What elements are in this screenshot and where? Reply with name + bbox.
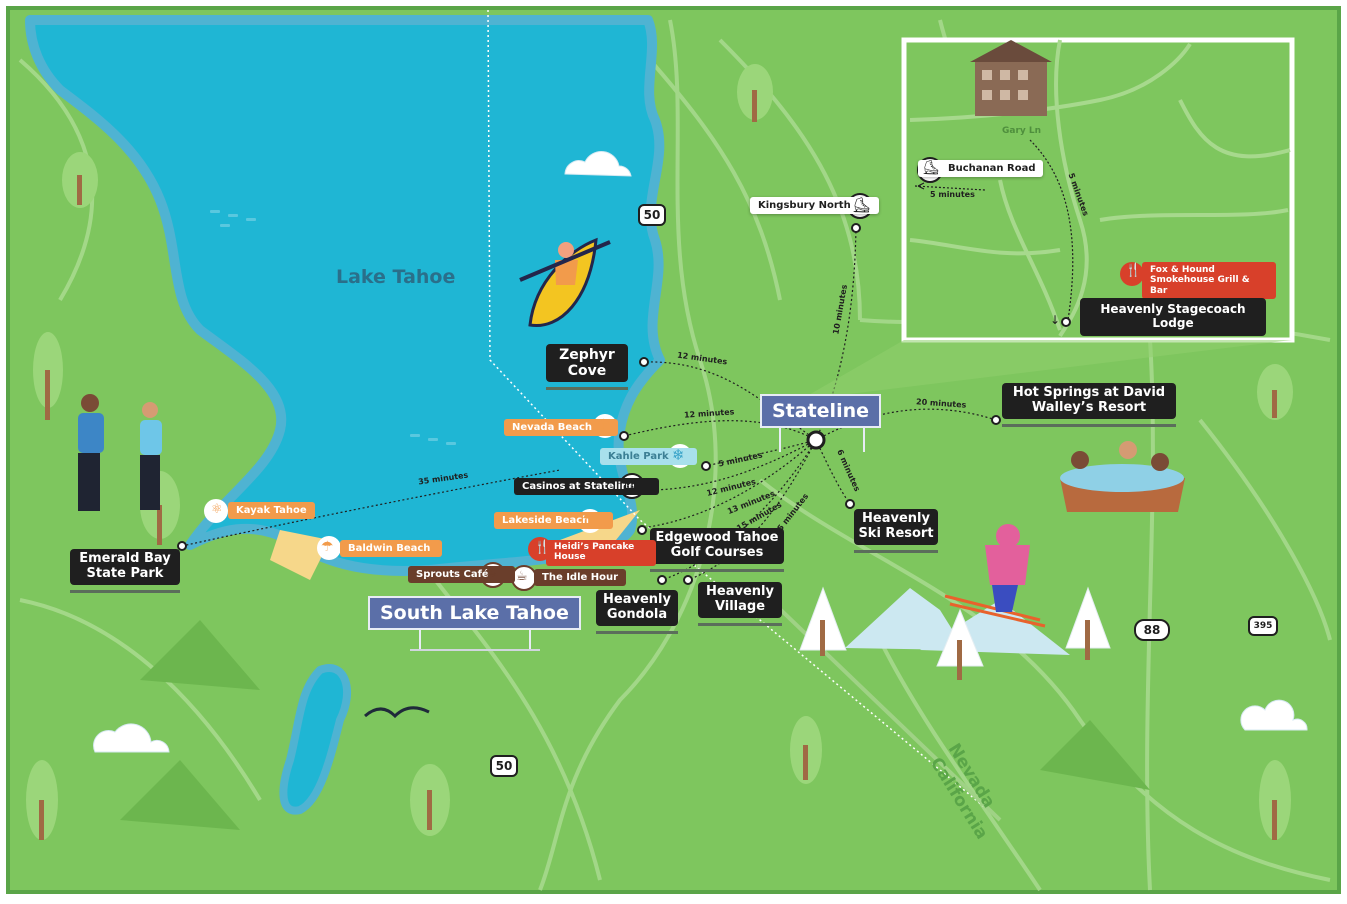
beach-umbrella-icon: ☂ xyxy=(597,417,610,433)
baldwin-beach-chip: Baldwin Beach xyxy=(340,540,443,557)
gary-ln-label: Gary Ln xyxy=(1002,126,1042,136)
us50-south-shield: 50 xyxy=(490,755,518,777)
buchanan-time: 5 minutes xyxy=(930,190,975,199)
heavenly-ski-label: Heavenly Ski Resort xyxy=(854,509,938,553)
fox-hound-chip: Fox & Hound Smokehouse Grill & Bar xyxy=(1142,262,1276,300)
casinos-chip: Casinos at Stateline xyxy=(514,478,659,495)
beach-umbrella-icon: ☂ xyxy=(321,539,334,555)
stagecoach-lodge-label: Heavenly Stagecoach Lodge xyxy=(1080,298,1266,336)
beach-umbrella-icon: ☂ xyxy=(582,512,595,528)
dice-icon: ⚅ xyxy=(624,477,637,493)
edgewood-text: Edgewood Tahoe Golf Courses xyxy=(655,530,779,560)
zephyr-cove-label: Zephyr Cove xyxy=(546,344,628,391)
paddleboard-icon: ⚛ xyxy=(211,502,223,517)
sprouts-chip: Sprouts Café xyxy=(408,566,515,583)
emerald-bay-underline xyxy=(70,589,180,593)
idle-hour-chip: The Idle Hour xyxy=(534,569,627,586)
emerald-bay-text: Emerald Bay State Park xyxy=(79,551,171,581)
kayak-tahoe-chip: Kayak Tahoe xyxy=(228,502,315,519)
heavenly-village-underline xyxy=(698,622,782,626)
lake-tahoe-label: Lake Tahoe xyxy=(336,266,456,288)
heavenly-gondola-text: Heavenly Gondola xyxy=(603,592,671,622)
hot-springs-label: Hot Springs at David Walley’s Resort xyxy=(1002,383,1176,427)
nevada-beach-chip: Nevada Beach xyxy=(504,419,619,436)
stateline-sign: Stateline xyxy=(760,394,881,428)
route88-shield: 88 xyxy=(1134,619,1170,641)
zephyr-cove-underline xyxy=(546,387,628,391)
heidis-chip: Heidi’s Pancake House xyxy=(546,540,656,566)
zephyr-cove-text: Zephyr Cove xyxy=(559,347,615,380)
kingsbury-north-chip: Kingsbury North xyxy=(750,197,879,214)
down-arrow-icon: ↓ xyxy=(1050,313,1061,327)
fork-knife-icon: 🍴 xyxy=(534,540,551,555)
heavenly-village-text: Heavenly Village xyxy=(706,584,774,614)
emerald-bay-label: Emerald Bay State Park xyxy=(70,549,180,593)
south-lake-tahoe-sign: South Lake Tahoe xyxy=(368,596,581,630)
heavenly-gondola-label: Heavenly Gondola xyxy=(596,590,678,634)
kahle-park-chip: Kahle Park xyxy=(600,448,697,465)
heavenly-gondola-underline xyxy=(596,630,678,634)
coffee-cup-icon: ☕ xyxy=(516,569,528,584)
snowflake-icon: ❄ xyxy=(672,446,685,464)
hot-springs-underline xyxy=(1002,423,1176,427)
hiker-icon: ⛸ xyxy=(852,196,872,214)
hiker-icon: ⛸ xyxy=(922,160,940,176)
heavenly-ski-underline xyxy=(854,549,938,553)
heavenly-ski-text: Heavenly Ski Resort xyxy=(858,511,934,541)
lakeside-beach-chip: Lakeside Beach xyxy=(494,512,614,529)
heavenly-village-label: Heavenly Village xyxy=(698,582,782,626)
us395-shield: 395 xyxy=(1248,616,1278,636)
buchanan-road-chip: Buchanan Road xyxy=(918,160,1044,177)
fork-knife-icon: 🍴 xyxy=(1125,263,1142,278)
edgewood-underline xyxy=(650,568,784,572)
edgewood-label: Edgewood Tahoe Golf Courses xyxy=(650,528,784,572)
us50-north-shield: 50 xyxy=(638,204,666,226)
coffee-cup-icon: ☕ xyxy=(485,566,497,581)
hot-springs-text: Hot Springs at David Walley’s Resort xyxy=(1012,385,1166,415)
